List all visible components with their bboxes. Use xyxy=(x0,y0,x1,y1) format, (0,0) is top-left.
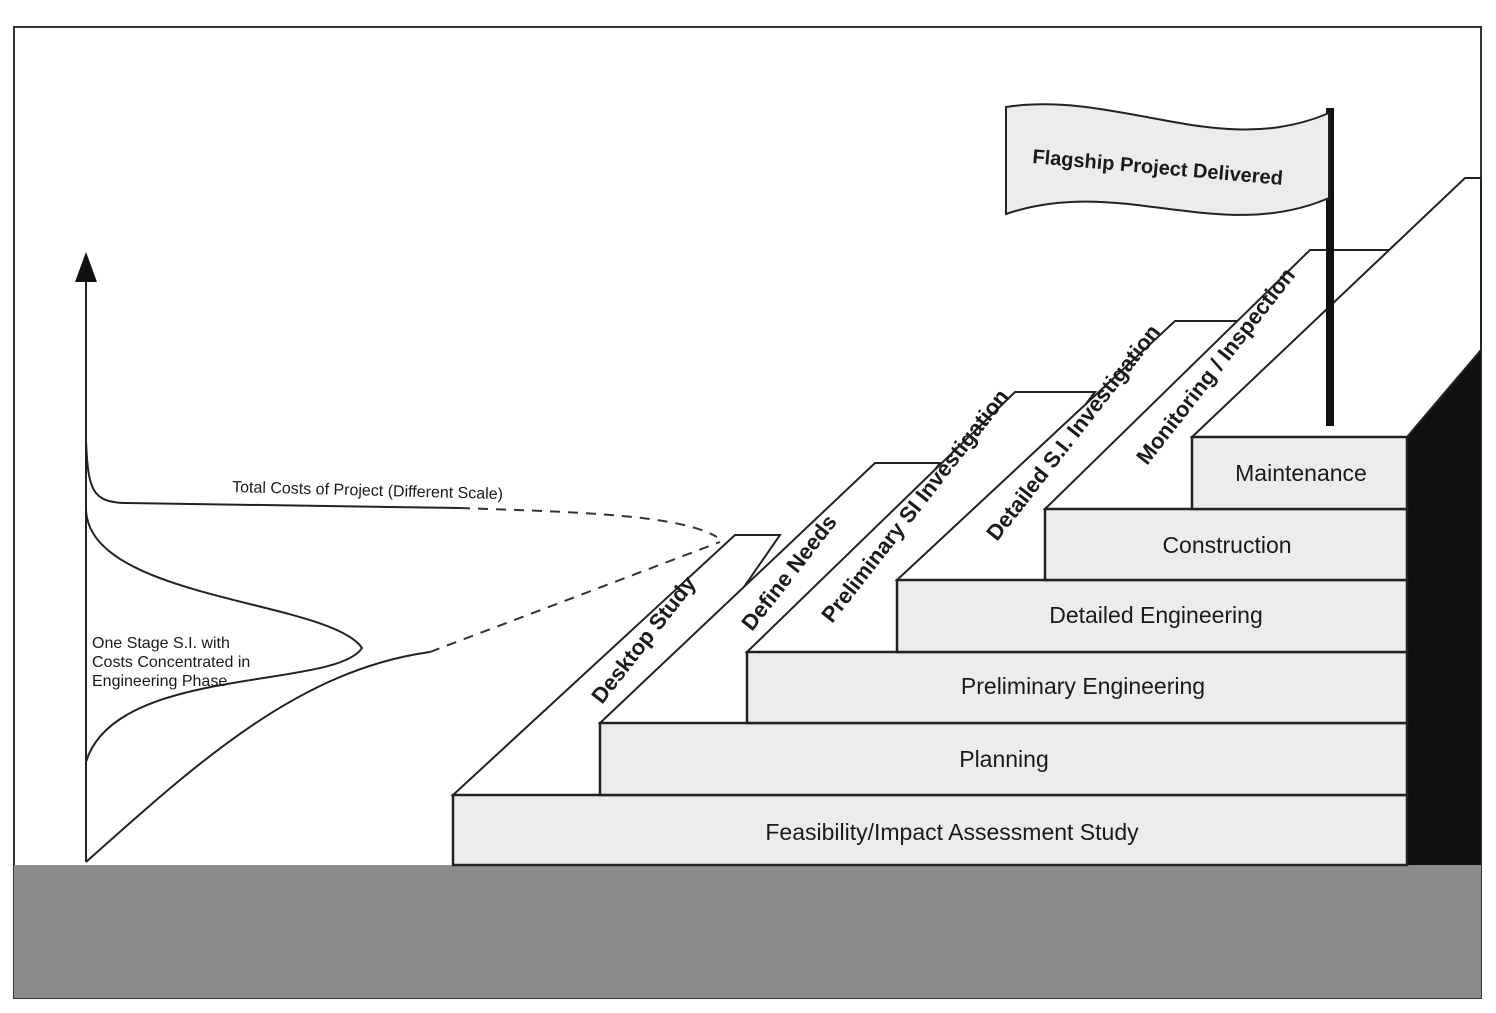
total-costs-curve-dashed xyxy=(459,507,718,538)
one-stage-label-line-2: Costs Concentrated in xyxy=(92,654,250,671)
flag-pole xyxy=(1326,108,1334,426)
ground-band xyxy=(14,865,1481,998)
one-stage-curve xyxy=(85,509,364,763)
step-label-preliminary-engineering: Preliminary Engineering xyxy=(961,673,1205,699)
axis-arrow-icon xyxy=(75,252,97,282)
step-label-detailed-engineering: Detailed Engineering xyxy=(1049,602,1263,628)
step-label-planning: Planning xyxy=(959,746,1049,772)
one-stage-label-line-3: Engineering Phase xyxy=(92,673,227,690)
rising-cost-line-dashed xyxy=(429,541,721,653)
riser-plates xyxy=(450,177,1482,796)
one-stage-label-line-1: One Stage S.I. with xyxy=(92,635,230,652)
step-face-2 xyxy=(598,721,1409,797)
total-costs-curve xyxy=(85,439,461,509)
step-face-1 xyxy=(451,793,1409,867)
rising-cost-line xyxy=(85,651,431,863)
step-face-6 xyxy=(1190,435,1409,511)
step-label-feasibility: Feasibility/Impact Assessment Study xyxy=(765,819,1139,845)
flag-banner xyxy=(1005,103,1330,216)
dark-side-wall xyxy=(1407,350,1481,865)
step-face-3 xyxy=(745,650,1409,725)
step-label-maintenance: Maintenance xyxy=(1235,460,1367,486)
step-label-construction: Construction xyxy=(1162,532,1291,558)
